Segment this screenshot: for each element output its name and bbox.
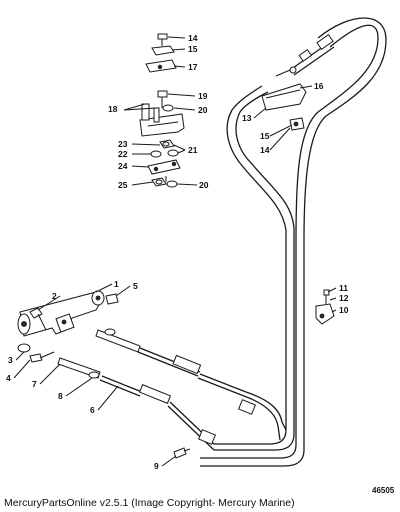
callout-14-mid: 14 xyxy=(260,145,270,155)
callout-15-top: 15 xyxy=(188,44,198,54)
callout-2: 2 xyxy=(52,291,57,301)
callout-12: 12 xyxy=(339,293,349,303)
callout-22: 22 xyxy=(118,149,128,159)
leader-lines xyxy=(13,36,337,467)
callout-23: 23 xyxy=(118,139,128,149)
actuator-lever xyxy=(17,290,191,459)
lower-cable-clip xyxy=(315,289,335,325)
callout-15-mid: 15 xyxy=(260,131,270,141)
lower-cables xyxy=(57,328,287,451)
callout-labels: 14 15 17 19 20 18 23 22 21 24 25 20 16 1… xyxy=(6,33,349,471)
callout-17: 17 xyxy=(188,62,198,72)
shift-cable-loop xyxy=(200,17,387,467)
footer-copyright: MercuryPartsOnline v2.5.1 (Image Copyrig… xyxy=(4,497,295,509)
callout-14-top: 14 xyxy=(188,33,198,43)
callout-21: 21 xyxy=(188,145,198,155)
callout-25: 25 xyxy=(118,180,128,190)
callout-19: 19 xyxy=(198,91,208,101)
callout-6: 6 xyxy=(90,405,95,415)
callout-8: 8 xyxy=(58,391,63,401)
callout-20-bottom: 20 xyxy=(199,180,209,190)
callout-7: 7 xyxy=(32,379,37,389)
callout-9: 9 xyxy=(154,461,159,471)
cable-bracket xyxy=(261,83,307,131)
callout-24: 24 xyxy=(118,161,128,171)
callout-11: 11 xyxy=(339,283,348,293)
callout-10: 10 xyxy=(339,305,349,315)
pivot-bracket-assembly xyxy=(139,33,185,188)
callout-5: 5 xyxy=(133,281,138,291)
callout-16: 16 xyxy=(314,81,324,91)
callout-13: 13 xyxy=(242,113,252,123)
figure-number: 46505 xyxy=(372,486,395,495)
callout-18: 18 xyxy=(108,104,118,114)
upper-cable-end xyxy=(275,34,335,77)
callout-1: 1 xyxy=(114,279,119,289)
callout-20-top: 20 xyxy=(198,105,208,115)
callout-4: 4 xyxy=(6,373,11,383)
callout-3: 3 xyxy=(8,355,13,365)
